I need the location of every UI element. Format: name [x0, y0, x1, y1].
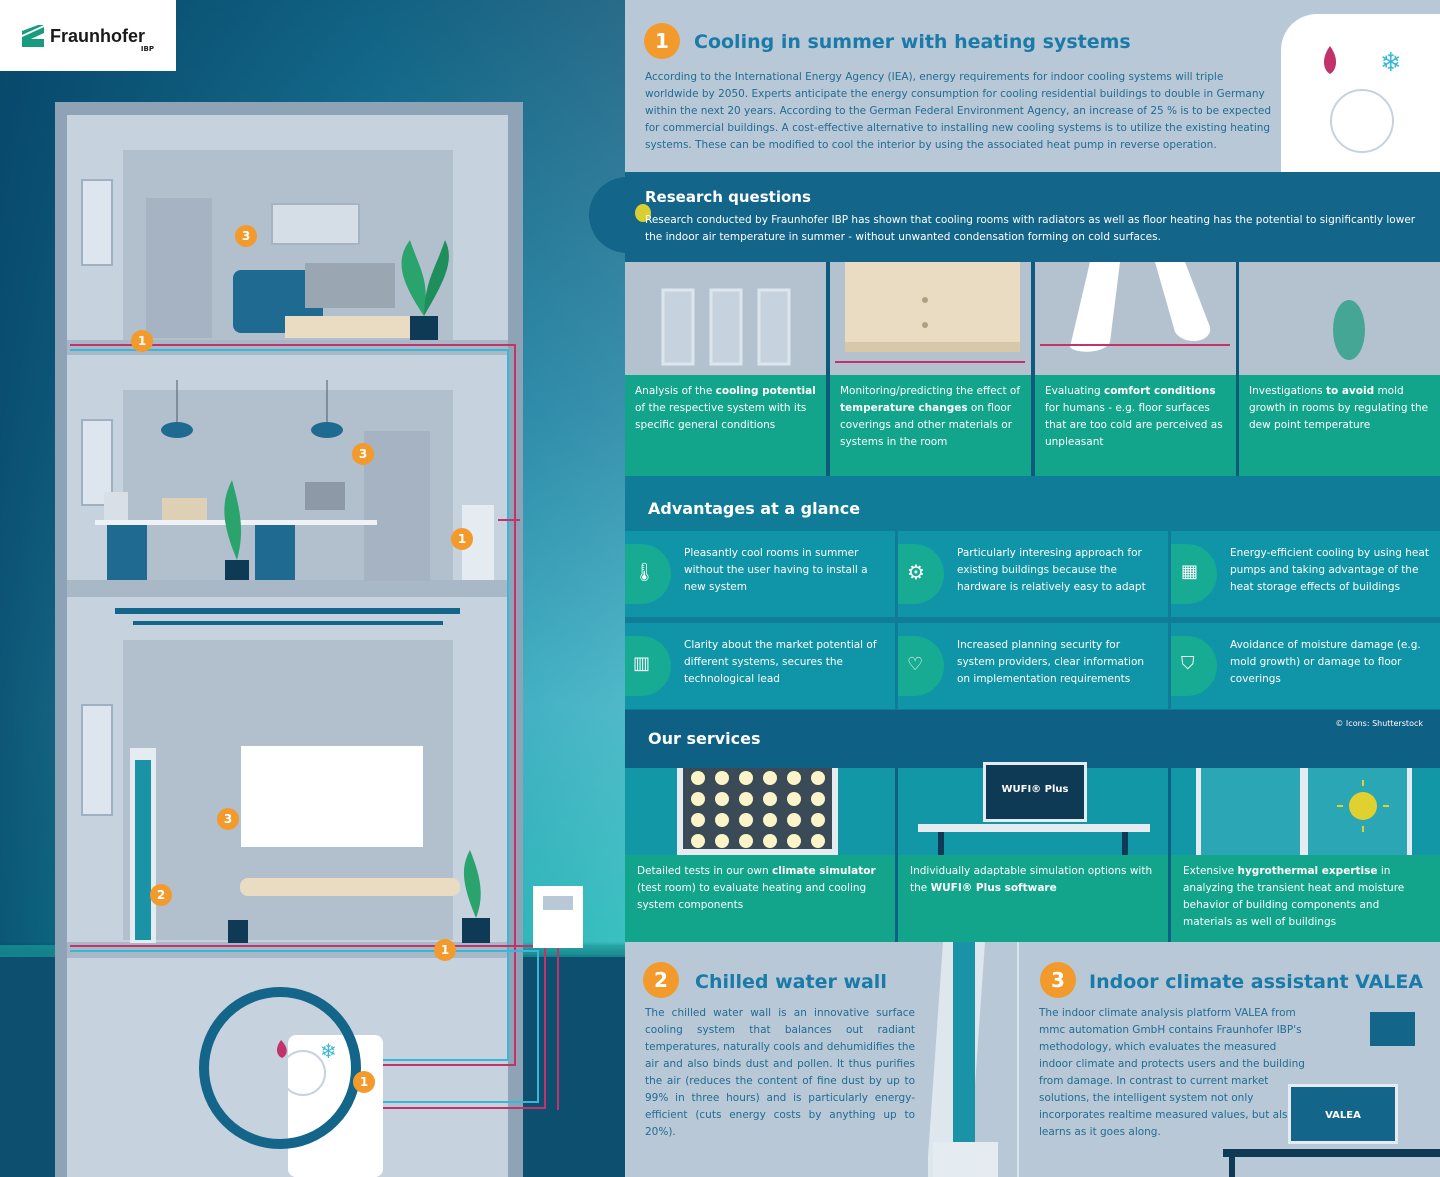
service-wufi: WUFI® Plus Individually adaptable simula… — [898, 762, 1168, 942]
heat-pump-illustration: ❄ — [1281, 14, 1440, 172]
marker-3: 3 — [352, 443, 374, 465]
advantage-item: ▦ Energy-efficient cooling by using heat… — [1171, 531, 1440, 617]
icons-credit: © Icons: Shutterstock — [1335, 719, 1423, 728]
section-number: 3 — [1040, 962, 1076, 998]
bar-chart-icon: ▥ — [625, 636, 671, 696]
thermometer-icon: 🌡 — [625, 544, 671, 604]
advantage-item: 🌡 Pleasantly cool rooms in summer withou… — [625, 531, 895, 617]
card-comfort-conditions: Evaluating comfort conditions for humans… — [1035, 262, 1236, 476]
divider — [1017, 942, 1019, 1177]
card-text: Analysis of the cooling potential of the… — [625, 375, 826, 476]
marker-1: 1 — [353, 1071, 375, 1093]
marker-1: 1 — [131, 330, 153, 352]
valea-desk — [1223, 1149, 1440, 1157]
fraunhofer-logo[interactable]: Fraunhofer IBP — [0, 0, 176, 71]
advantages-title: Advantages at a glance — [648, 499, 861, 518]
valea-monitor: VALEA — [1288, 1084, 1398, 1144]
research-title: Research questions — [645, 188, 811, 206]
marker-3: 3 — [235, 225, 257, 247]
card-text: Investigations to avoid mold growth in r… — [1239, 375, 1440, 476]
service-text: Detailed tests in our own climate simula… — [625, 855, 895, 942]
marker-1: 1 — [451, 528, 473, 550]
section-bottom: 2 Chilled water wall The chilled water w… — [625, 922, 1440, 1177]
advantage-item: ♡ Increased planning security for system… — [898, 623, 1168, 709]
feet-illustration — [1035, 262, 1236, 375]
dresser-illustration — [830, 262, 1031, 375]
valea-body: The indoor climate analysis platform VAL… — [1039, 1007, 1305, 1138]
desk-leg — [1229, 1157, 1235, 1177]
logo-sub: IBP — [140, 45, 154, 53]
gears-icon: ⚙ — [898, 544, 944, 604]
valea-sensor-icon — [1370, 1012, 1415, 1046]
service-text: Individually adaptable simulation option… — [898, 855, 1168, 942]
section-number: 2 — [643, 962, 679, 998]
handshake-icon: ♡ — [898, 636, 944, 696]
marker-3: 3 — [217, 808, 239, 830]
mold-illustration — [1239, 262, 1440, 375]
windows-illustration — [625, 262, 826, 375]
building-icon: ▦ — [1171, 544, 1217, 604]
svg-text:❄: ❄ — [320, 1039, 337, 1063]
service-text: Extensive hygrothermal expertise in anal… — [1171, 855, 1440, 942]
research-cards: Analysis of the cooling potential of the… — [625, 262, 1440, 476]
section-title: Cooling in summer with heating systems — [694, 31, 1131, 53]
advantage-item: ▥ Clarity about the market potential of … — [625, 623, 895, 709]
logo-name: Fraunhofer — [50, 25, 146, 46]
card-text: Evaluating comfort conditions for humans… — [1035, 375, 1236, 476]
window-rain-sun-illustration — [1171, 752, 1440, 855]
chilled-water-wall-illustration — [926, 922, 1018, 1177]
services-title: Our services — [648, 729, 761, 748]
advantage-item: ⚙ Particularly interesing approach for e… — [898, 531, 1168, 617]
advantage-item: ⛉ Avoidance of moisture damage (e.g. mol… — [1171, 623, 1440, 709]
lightbulb-icon — [589, 177, 665, 253]
card-text: Monitoring/predicting the effect of temp… — [830, 375, 1031, 476]
card-avoid-mold: Investigations to avoid mold growth in r… — [1239, 262, 1440, 476]
valea-screen-label: VALEA — [1325, 1110, 1361, 1121]
section-research-questions: Research questions Research conducted by… — [589, 172, 1440, 262]
service-hygrothermal: Extensive hygrothermal expertise in anal… — [1171, 752, 1440, 942]
climate-simulator-illustration — [625, 760, 895, 855]
laptop-illustration: WUFI® Plus — [898, 762, 1168, 855]
fraunhofer-logo-mark-icon — [22, 24, 44, 47]
shield-check-icon: ⛉ — [1171, 636, 1217, 696]
wall-title: Chilled water wall — [695, 971, 887, 993]
snowflake-icon: ❄ — [1380, 48, 1402, 78]
card-cooling-potential: Analysis of the cooling potential of the… — [625, 262, 826, 476]
research-body: Research conducted by Fraunhofer IBP has… — [645, 214, 1416, 243]
house-illustration: ❄ — [0, 102, 625, 1177]
section-advantages: Advantages at a glance 🌡 Pleasantly cool… — [625, 476, 1440, 710]
wall-body: The chilled water wall is an innovative … — [645, 1007, 915, 1138]
house-illustration-panel: ❄ Fraunhofer IBP 3 1 3 1 3 2 1 1 — [0, 0, 625, 1177]
section-body: According to the International Energy Ag… — [645, 71, 1272, 151]
content-panel: 1 Cooling in summer with heating systems… — [589, 0, 1440, 1177]
section-number: 1 — [644, 23, 680, 59]
marker-2: 2 — [150, 884, 172, 906]
section-services: © Icons: Shutterstock Our services — [625, 710, 1440, 942]
card-temperature-changes: Monitoring/predicting the effect of temp… — [830, 262, 1031, 476]
marker-1: 1 — [434, 939, 456, 961]
valea-title: Indoor climate assistant VALEA — [1089, 971, 1424, 993]
service-climate-simulator: Detailed tests in our own climate simula… — [625, 760, 895, 942]
wufi-screen-label: WUFI® Plus — [1001, 784, 1069, 795]
section-cooling-summer: 1 Cooling in summer with heating systems… — [625, 0, 1440, 172]
